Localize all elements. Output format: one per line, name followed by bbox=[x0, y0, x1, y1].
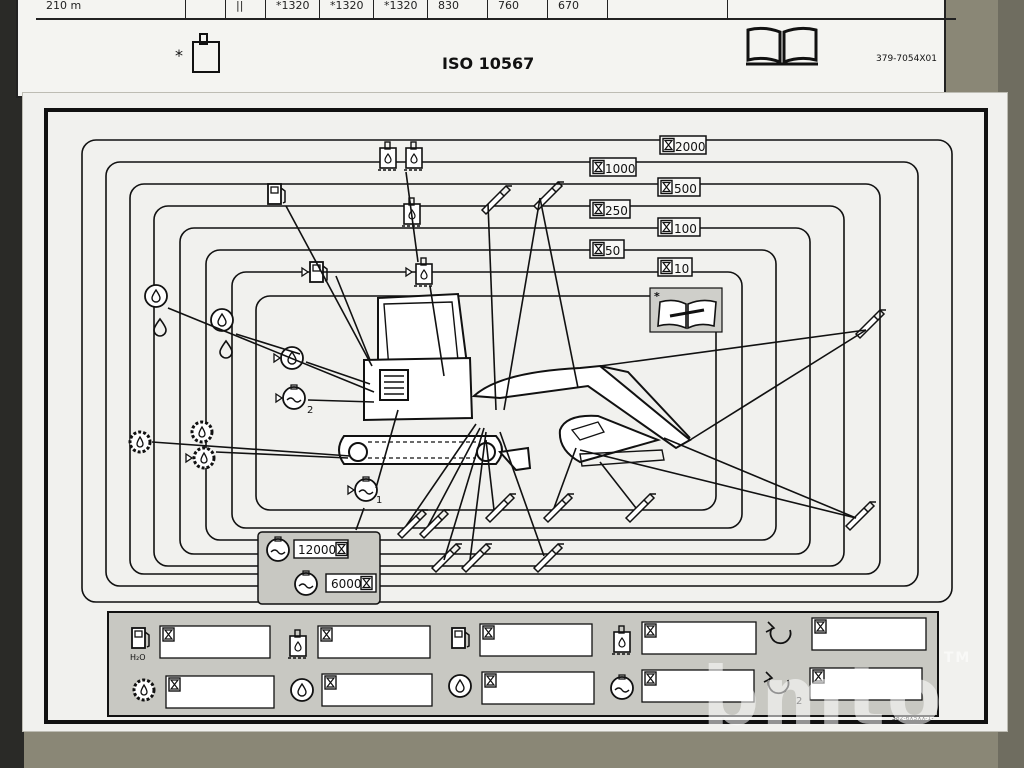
table-cell: *1320 bbox=[266, 0, 320, 18]
grease-gun-icon bbox=[533, 543, 565, 573]
table-cell: 830 bbox=[428, 0, 488, 18]
hydraulic-tank-icon bbox=[403, 141, 425, 171]
engine-oil-icon bbox=[290, 678, 314, 702]
engine-oil-icon bbox=[448, 674, 472, 698]
table-cell: 670 bbox=[548, 0, 608, 18]
interval-label-2000: 2000 bbox=[659, 135, 707, 155]
capacity-table-row: 210 m || *1320 *1320 *1320 830 760 670 bbox=[36, 0, 956, 20]
indicator-triangle-icon bbox=[273, 353, 281, 363]
coolant-interval-value: 12000 bbox=[298, 543, 336, 557]
part-number: 379-7054X01 bbox=[876, 54, 937, 64]
service-log-table: H₂O 2 bbox=[107, 611, 939, 717]
rotation-icon bbox=[763, 671, 790, 695]
trademark-mark: TM bbox=[943, 650, 972, 666]
leader-lines bbox=[151, 171, 867, 561]
coolant-interval-value: 6000 bbox=[331, 577, 362, 591]
asterisk-mark: * bbox=[175, 46, 183, 65]
brand-watermark: bmtoTM bbox=[702, 650, 971, 743]
rotation-icon bbox=[765, 621, 792, 645]
grease-gun-icon bbox=[481, 185, 513, 215]
interval-label-250: 250 bbox=[589, 199, 631, 219]
gearbox-oil-icon bbox=[128, 430, 152, 454]
interval-value: 50 bbox=[605, 244, 620, 258]
gearbox-oil-icon bbox=[132, 678, 156, 702]
fuel-pump-icon bbox=[267, 183, 286, 205]
interval-label-10: 10 bbox=[657, 257, 693, 277]
service-manual-icon: * bbox=[649, 287, 723, 333]
coolant-interval-box: 12000 6000 bbox=[257, 531, 381, 605]
grease-gun-icon bbox=[461, 543, 493, 573]
interval-value: 500 bbox=[674, 182, 697, 196]
indicator-triangle-icon bbox=[347, 485, 355, 495]
interval-mark: 1 bbox=[376, 495, 382, 506]
watermark-text: bmto bbox=[702, 650, 944, 743]
interval-value: 250 bbox=[605, 204, 628, 218]
interval-label-500: 500 bbox=[657, 177, 701, 197]
interval-value: 2000 bbox=[675, 140, 706, 154]
oil-drop-icon bbox=[219, 340, 233, 359]
table-cell bbox=[608, 0, 728, 18]
interval-mark: 2 bbox=[307, 405, 313, 416]
table-cell: *1320 bbox=[320, 0, 374, 18]
engine-oil-icon bbox=[144, 284, 168, 308]
gearbox-oil-icon bbox=[192, 446, 216, 470]
table-cell: 760 bbox=[488, 0, 548, 18]
footer-code: 382-6X5XX-1- bbox=[892, 715, 933, 722]
interval-value: 10 bbox=[674, 262, 689, 276]
oil-drop-icon bbox=[153, 318, 167, 337]
coolant-icon bbox=[282, 384, 306, 410]
manual-asterisk: * bbox=[654, 290, 660, 303]
dark-frame-left bbox=[0, 0, 24, 768]
hydraulic-tank-icon bbox=[377, 141, 399, 171]
interval-value: 100 bbox=[674, 222, 697, 236]
interval-label-50: 50 bbox=[589, 239, 625, 259]
table-cell: || bbox=[226, 0, 266, 18]
grease-gun-icon bbox=[485, 493, 517, 523]
indicator-triangle-icon bbox=[275, 393, 283, 403]
fuel-tank-icon bbox=[192, 33, 220, 73]
coolant-icon bbox=[354, 476, 378, 502]
upper-capacity-label: 210 m || *1320 *1320 *1320 830 760 670 *… bbox=[16, 0, 956, 98]
table-cell: 210 m bbox=[36, 0, 186, 18]
indicator-triangle-icon bbox=[405, 267, 413, 277]
table-cell bbox=[186, 0, 226, 18]
grease-gun-icon bbox=[625, 493, 657, 523]
interval-label-100: 100 bbox=[657, 217, 701, 237]
indicator-triangle-icon bbox=[185, 453, 193, 463]
excavator-drawing bbox=[338, 292, 692, 472]
grease-gun-icon bbox=[543, 493, 575, 523]
indicator-triangle-icon bbox=[301, 267, 309, 277]
interval-mark: 2 bbox=[796, 696, 802, 707]
interval-label-1000: 1000 bbox=[589, 157, 637, 177]
interval-rings bbox=[81, 139, 953, 603]
iso-standard-label: ISO 10567 bbox=[442, 54, 535, 73]
plate-border bbox=[44, 108, 988, 724]
interval-value: 1000 bbox=[605, 162, 636, 176]
table-cell: *1320 bbox=[374, 0, 428, 18]
h2o-mark: H₂O bbox=[130, 653, 146, 662]
hydraulic-tank-icon bbox=[413, 257, 435, 287]
gearbox-oil-icon bbox=[190, 420, 214, 444]
manual-book-icon bbox=[746, 26, 818, 66]
